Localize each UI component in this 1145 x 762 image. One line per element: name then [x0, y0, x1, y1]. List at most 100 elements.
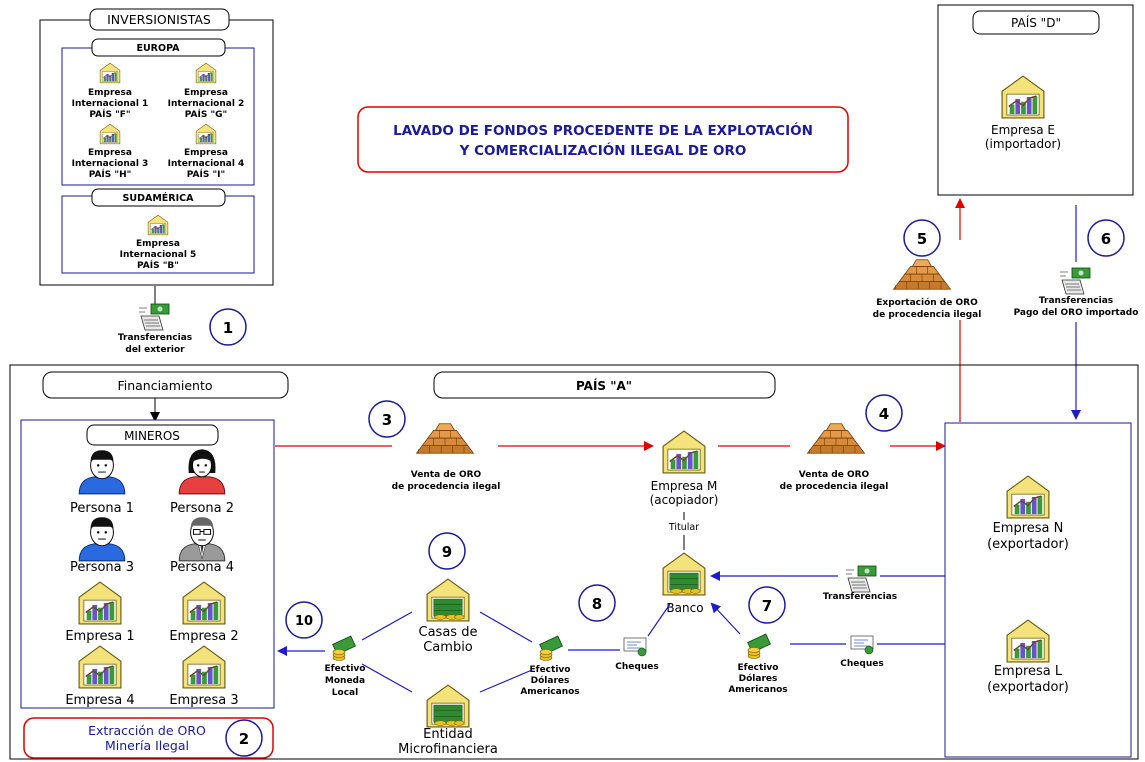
cash-local-line1: Efectivo	[325, 664, 366, 674]
step-3-number: 3	[382, 411, 392, 429]
miners-title: MINEROS	[124, 429, 180, 443]
extraction-line2: Minería Ilegal	[105, 738, 189, 753]
country-a-frame	[9, 364, 1139, 760]
country-d-title-box	[972, 10, 1100, 35]
step-6-badge: 6	[1087, 219, 1125, 257]
miner-company-4-label: Empresa 4	[65, 693, 134, 708]
intl-4-line1: Empresa	[184, 148, 228, 158]
bank-icon-exchange	[426, 578, 470, 622]
intl-2-line2: Internacional 2	[168, 99, 245, 109]
cash-l-line3: Americanos	[728, 685, 787, 695]
bank-icon-microfinance	[426, 684, 470, 728]
exchange-line2: Cambio	[423, 640, 473, 655]
bank-icon	[662, 552, 706, 596]
south-america-title-box	[91, 188, 226, 207]
step-9-number: 9	[442, 543, 452, 561]
microfinance-line1: Entidad	[423, 727, 473, 742]
company-m-line1: Empresa M	[651, 479, 718, 493]
step-1-number: 1	[223, 319, 233, 337]
intl-2-line3: PAÍS "G"	[185, 108, 227, 120]
gold-bars-icon-export	[893, 259, 951, 290]
cash-local-line2: Moneda	[325, 676, 365, 686]
financing-box	[42, 371, 289, 399]
exporters-box	[944, 422, 1132, 758]
person-1-label: Persona 1	[70, 501, 134, 516]
country-d-title: PAÍS "D"	[1011, 15, 1061, 30]
company-l-line1: Empresa L	[994, 664, 1063, 679]
person-4-label: Persona 4	[170, 560, 234, 575]
company-n-line1: Empresa N	[993, 521, 1064, 536]
transfers-n-label: Transferencias	[823, 592, 897, 602]
step-4-badge: 4	[865, 394, 903, 432]
step-1-badge: 1	[209, 308, 247, 346]
main-title-line2: Y COMERCIALIZACIÓN ILEGAL DE ORO	[459, 141, 747, 159]
payment-transfer-line2: Pago del ORO importado	[1014, 308, 1139, 318]
intl-5-line2: Internacional 5	[120, 250, 197, 260]
miners-title-box	[86, 424, 219, 446]
investors-title-box	[89, 8, 230, 31]
bank-to-cheque-line	[647, 603, 671, 637]
intl-1-line1: Empresa	[88, 88, 132, 98]
miner-company-3-label: Empresa 3	[169, 693, 238, 708]
sale-1-line1: Venta de ORO	[411, 470, 482, 480]
intl-3-line2: Internacional 3	[72, 159, 149, 169]
person-2-label: Persona 2	[170, 501, 234, 516]
cash-coins-icon-local	[332, 635, 356, 661]
intl-3-line1: Empresa	[88, 148, 132, 158]
cheques-bank-label: Cheques	[615, 662, 658, 672]
step-8-number: 8	[592, 595, 602, 613]
intl-1-line2: Internacional 1	[72, 99, 149, 109]
step-3-badge: 3	[368, 400, 406, 438]
cash-usd-line2: Dólares	[531, 675, 570, 686]
money-transfer-icon-payment	[1059, 267, 1091, 295]
intl-1-line3: PAÍS "F"	[89, 108, 130, 120]
step-10-badge: 10	[285, 601, 323, 639]
intl-5-line1: Empresa	[136, 239, 180, 249]
cash-usd-line3: Americanos	[520, 687, 579, 697]
south-america-title: SUDAMÉRICA	[123, 192, 195, 204]
miner-company-1-label: Empresa 1	[65, 629, 134, 644]
europe-title-box	[91, 38, 226, 57]
usd-to-microfinance-line	[479, 669, 533, 693]
microfinance-to-local-line	[361, 663, 413, 693]
step-8-badge: 8	[578, 584, 616, 622]
step-2-number: 2	[239, 730, 249, 748]
intl-5-line3: PAÍS "B"	[137, 259, 179, 271]
person-3-label: Persona 3	[70, 560, 134, 575]
cash-l-line2: Dólares	[739, 673, 778, 684]
cash-coins-icon-l	[747, 633, 771, 659]
step-7-badge: 7	[748, 586, 786, 624]
sale-1-line2: de procedencia ilegal	[392, 482, 501, 492]
sale-2-line2: de procedencia ilegal	[780, 482, 889, 492]
exchange-line1: Casas de	[419, 625, 478, 640]
intl-4-line2: Internacional 4	[168, 159, 245, 169]
step-5-number: 5	[917, 230, 927, 248]
step-2-badge: 2	[225, 719, 263, 757]
country-a-title-box	[433, 371, 776, 399]
payment-transfer-line1: Transferencias	[1039, 296, 1113, 306]
transfers-abroad-line2: del exterior	[125, 345, 185, 355]
step-4-number: 4	[879, 405, 889, 423]
company-l-line2: (exportador)	[987, 680, 1069, 695]
step-10-number: 10	[295, 614, 313, 629]
extraction-box	[23, 717, 274, 759]
exchange-to-local-line	[361, 611, 413, 641]
company-e-line2: (importador)	[985, 137, 1061, 151]
company-m-line2: (acopiador)	[650, 493, 719, 507]
investors-title: INVERSIONISTAS	[107, 12, 211, 27]
step-7-number: 7	[762, 597, 772, 615]
europe-title: EUROPA	[136, 43, 180, 54]
intl-3-line3: PAÍS "H"	[89, 168, 132, 180]
main-title-line1: LAVADO DE FONDOS PROCEDENTE DE LA EXPLOT…	[393, 121, 813, 139]
country-a-title: PAÍS "A"	[576, 378, 632, 393]
miner-company-2-label: Empresa 2	[169, 629, 238, 644]
step-6-number: 6	[1101, 230, 1111, 248]
microfinance-line2: Microfinanciera	[398, 742, 498, 757]
extraction-line1: Extracción de ORO	[88, 723, 206, 738]
money-transfer-icon-n	[845, 565, 877, 593]
gold-bars-icon-sale-2	[807, 423, 865, 454]
company-icon-m	[662, 430, 706, 474]
company-n-line2: (exportador)	[987, 537, 1069, 552]
bank-label: Banco	[666, 601, 703, 615]
